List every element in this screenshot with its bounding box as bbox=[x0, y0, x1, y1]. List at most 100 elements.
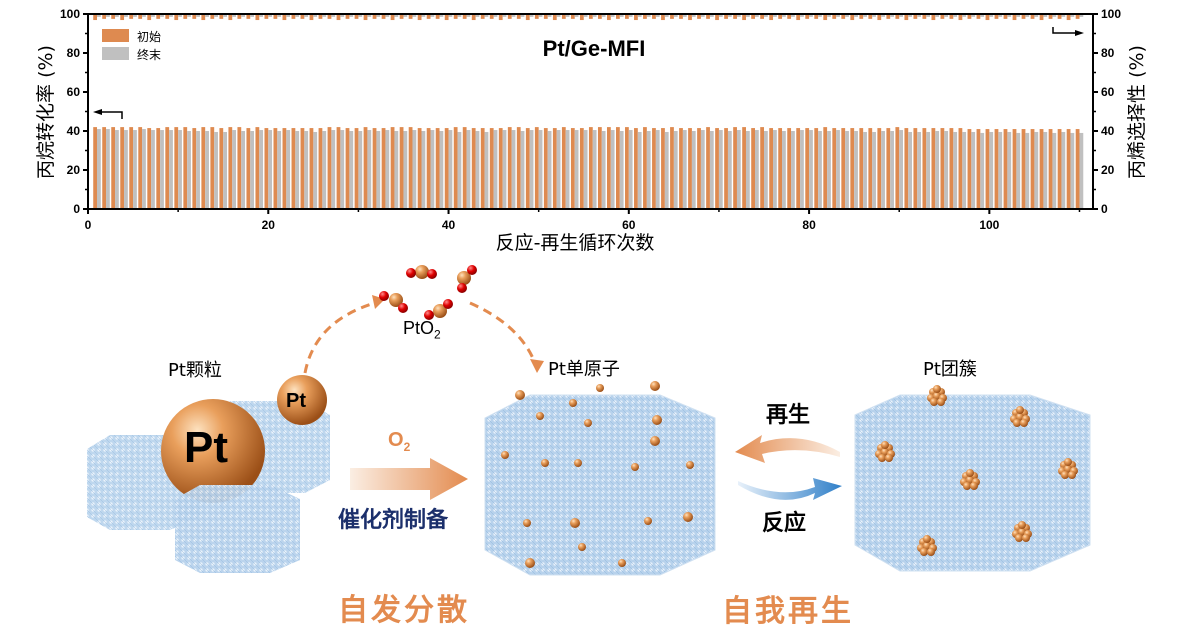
bar-selectivity-initial bbox=[1048, 14, 1053, 19]
bar-selectivity-initial bbox=[616, 14, 620, 19]
bar-selectivity-initial bbox=[192, 14, 197, 19]
bar-selectivity-final bbox=[745, 14, 750, 17]
bar-selectivity-initial bbox=[480, 14, 485, 19]
bar-conversion-initial bbox=[174, 127, 179, 209]
bar-conversion-final bbox=[1079, 132, 1084, 209]
right-y-tick-label: 100 bbox=[1101, 7, 1121, 21]
bar-selectivity-initial bbox=[138, 14, 143, 19]
label-catalyst-prep: 催化剂制备 bbox=[338, 508, 449, 533]
bar-selectivity-final bbox=[205, 14, 209, 17]
bar-conversion-final bbox=[196, 131, 200, 209]
bar-selectivity-final bbox=[727, 14, 732, 17]
bar-conversion-initial bbox=[832, 128, 837, 209]
bar-conversion-final bbox=[331, 130, 336, 209]
bar-conversion-final bbox=[376, 131, 381, 209]
bar-selectivity-final bbox=[800, 14, 804, 17]
bar-conversion-final bbox=[727, 131, 732, 209]
bar-selectivity-final bbox=[1034, 14, 1039, 17]
bar-conversion-final bbox=[565, 130, 570, 209]
bar-conversion-final bbox=[187, 131, 191, 209]
bar-conversion-initial bbox=[363, 127, 368, 209]
bar-conversion-final bbox=[178, 130, 182, 209]
bar-selectivity-final bbox=[754, 14, 759, 17]
bar-selectivity-initial bbox=[417, 14, 422, 21]
bar-conversion-final bbox=[890, 131, 894, 209]
bar-conversion-initial bbox=[616, 127, 620, 209]
bar-selectivity-initial bbox=[670, 14, 674, 19]
bar-selectivity-final bbox=[673, 14, 678, 17]
bar-selectivity-final bbox=[917, 14, 922, 17]
bar-selectivity-initial bbox=[255, 14, 260, 21]
bar-selectivity-final bbox=[403, 14, 408, 17]
bar-selectivity-initial bbox=[300, 14, 305, 19]
bar-conversion-final bbox=[646, 131, 651, 209]
bar-conversion-initial bbox=[570, 128, 575, 209]
bar-selectivity-final bbox=[223, 14, 227, 17]
bar-selectivity-final bbox=[304, 14, 309, 17]
bar-conversion-initial bbox=[976, 129, 981, 209]
label-pt-small: Pt bbox=[286, 390, 306, 412]
bar-conversion-initial bbox=[742, 127, 746, 209]
bar-selectivity-initial bbox=[237, 14, 242, 19]
bar-selectivity-initial bbox=[895, 14, 900, 19]
bar-conversion-initial bbox=[868, 128, 873, 209]
bar-conversion-initial bbox=[778, 128, 783, 209]
bar-selectivity-final bbox=[322, 14, 327, 17]
bar-selectivity-initial bbox=[570, 14, 575, 19]
bar-conversion-initial bbox=[652, 128, 656, 209]
bar-conversion-initial bbox=[597, 127, 602, 209]
bar-conversion-final bbox=[133, 130, 137, 209]
bar-conversion-final bbox=[493, 130, 498, 209]
bar-selectivity-initial bbox=[1066, 14, 1071, 21]
dashed-arrow-up bbox=[303, 300, 379, 374]
bar-conversion-final bbox=[998, 131, 1003, 209]
bar-selectivity-final bbox=[890, 14, 894, 17]
bar-conversion-final bbox=[340, 130, 345, 209]
legend-label-final: 终末 bbox=[137, 47, 161, 62]
bar-conversion-initial bbox=[489, 128, 494, 209]
bar-selectivity-initial bbox=[634, 14, 638, 21]
bar-conversion-initial bbox=[435, 128, 440, 209]
bar-conversion-final bbox=[809, 130, 813, 209]
bar-selectivity-final bbox=[574, 14, 579, 17]
bar-conversion-initial bbox=[895, 127, 900, 209]
zeolite-crystal-front bbox=[175, 485, 300, 573]
bar-selectivity-final bbox=[655, 14, 660, 17]
bar-conversion-final bbox=[295, 131, 300, 209]
bar-selectivity-final bbox=[178, 14, 182, 17]
bar-conversion-final bbox=[142, 129, 146, 209]
bar-selectivity-final bbox=[1052, 14, 1057, 17]
right-y-tick-label: 20 bbox=[1101, 163, 1115, 177]
bar-conversion-initial bbox=[147, 128, 152, 209]
bar-conversion-final bbox=[899, 130, 903, 209]
bar-selectivity-initial bbox=[120, 14, 125, 21]
bar-selectivity-initial bbox=[805, 14, 810, 19]
bar-selectivity-final bbox=[394, 14, 399, 17]
legend-label-initial: 初始 bbox=[137, 30, 161, 44]
bar-selectivity-initial bbox=[435, 14, 440, 19]
bar-conversion-final bbox=[214, 131, 218, 209]
bar-selectivity-final bbox=[1043, 14, 1048, 17]
bar-selectivity-initial bbox=[823, 14, 828, 21]
bar-selectivity-initial bbox=[381, 14, 386, 19]
bar-selectivity-final bbox=[736, 14, 741, 17]
bar-selectivity-initial bbox=[201, 14, 206, 21]
bar-conversion-final bbox=[1043, 131, 1048, 209]
bar-selectivity-initial bbox=[552, 14, 557, 21]
bar-conversion-initial bbox=[985, 129, 990, 209]
bar-selectivity-final bbox=[619, 14, 624, 17]
bar-selectivity-initial bbox=[336, 14, 341, 21]
bar-conversion-final bbox=[592, 130, 597, 209]
pt-single-atom bbox=[618, 559, 626, 567]
bar-conversion-final bbox=[556, 130, 561, 209]
bar-conversion-initial bbox=[1030, 129, 1035, 209]
bar-conversion-final bbox=[673, 131, 678, 209]
bar-conversion-final bbox=[250, 131, 255, 209]
bar-conversion-final bbox=[97, 129, 101, 209]
bar-conversion-final bbox=[349, 131, 354, 209]
arrowhead-down-icon bbox=[530, 359, 544, 373]
bar-conversion-initial bbox=[201, 127, 206, 209]
bar-selectivity-final bbox=[457, 14, 462, 17]
bar-conversion-final bbox=[169, 130, 173, 209]
pt-cluster bbox=[960, 469, 980, 490]
